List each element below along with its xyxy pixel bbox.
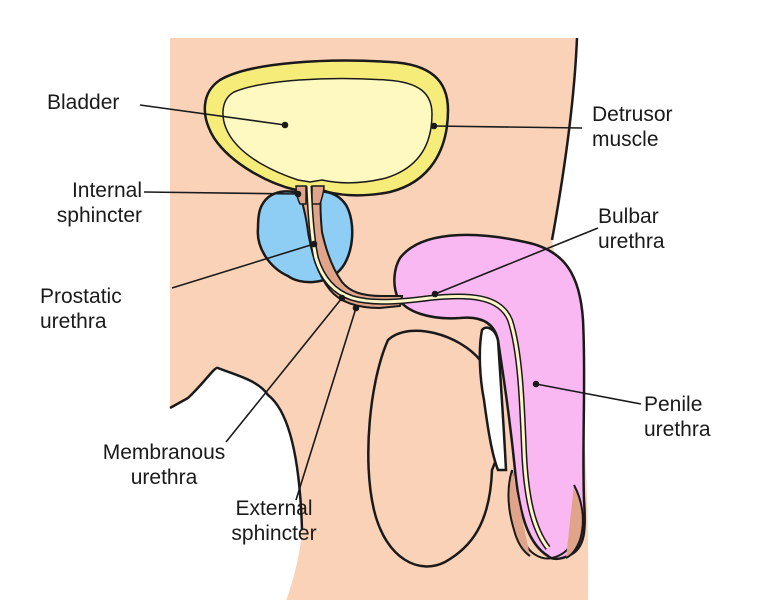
label-penile-line1: Penile xyxy=(644,393,703,416)
dot-detrusor xyxy=(430,122,438,130)
label-bulbar-line1: Bulbar xyxy=(598,205,659,228)
label-prostatic-urethra: Prostatic urethra xyxy=(40,284,122,334)
label-external-line2: sphincter xyxy=(231,522,317,545)
label-bulbar-urethra: Bulbar urethra xyxy=(598,204,665,254)
leader-external xyxy=(295,307,357,501)
buttock-outline xyxy=(169,366,304,531)
dot-internal-sphincter xyxy=(294,190,302,198)
dot-bladder xyxy=(281,121,289,129)
bladder-lumen xyxy=(222,77,433,184)
foreskin-right xyxy=(565,484,584,559)
leader-prostatic xyxy=(171,243,315,289)
dot-bulbar xyxy=(431,290,439,298)
label-membranous-urethra: Membranous urethra xyxy=(86,440,242,490)
label-prostatic-line1: Prostatic xyxy=(40,285,122,308)
label-membranous-line2: urethra xyxy=(130,466,198,489)
dot-penile xyxy=(532,380,540,388)
leader-internal-sphincter xyxy=(143,191,299,195)
label-bladder: Bladder xyxy=(47,91,120,114)
internal-sphincter-tissue xyxy=(295,185,325,205)
leader-bulbar xyxy=(434,227,599,295)
label-detrusor-line2: muscle xyxy=(592,128,659,151)
dot-membranous xyxy=(338,294,346,302)
leader-detrusor xyxy=(433,125,583,129)
label-detrusor-line1: Detrusor xyxy=(592,103,673,126)
leader-membranous xyxy=(225,297,343,443)
label-external-sphincter: External sphincter xyxy=(212,496,336,546)
dot-external xyxy=(352,304,360,312)
urethra-lumen xyxy=(307,185,550,549)
label-prostatic-line2: urethra xyxy=(40,310,107,333)
foreskin-fold xyxy=(507,469,531,557)
label-internal-sphincter: Internal sphincter xyxy=(38,178,142,228)
label-internal-line1: Internal xyxy=(71,179,142,202)
dot-prostatic xyxy=(310,240,318,248)
label-bulbar-line2: urethra xyxy=(598,230,665,253)
leader-bladder xyxy=(139,104,286,126)
body-right-outline xyxy=(550,37,579,241)
label-penile-urethra: Penile urethra xyxy=(644,392,711,442)
label-external-line1: External xyxy=(235,497,313,520)
buttock-cutout xyxy=(170,367,302,604)
leader-penile xyxy=(535,383,642,405)
label-detrusor-muscle: Detrusor muscle xyxy=(592,102,673,152)
label-membranous-line1: Membranous xyxy=(102,441,226,464)
label-penile-line2: urethra xyxy=(644,418,711,441)
scrotum xyxy=(367,329,503,568)
label-internal-line2: sphincter xyxy=(56,204,142,227)
